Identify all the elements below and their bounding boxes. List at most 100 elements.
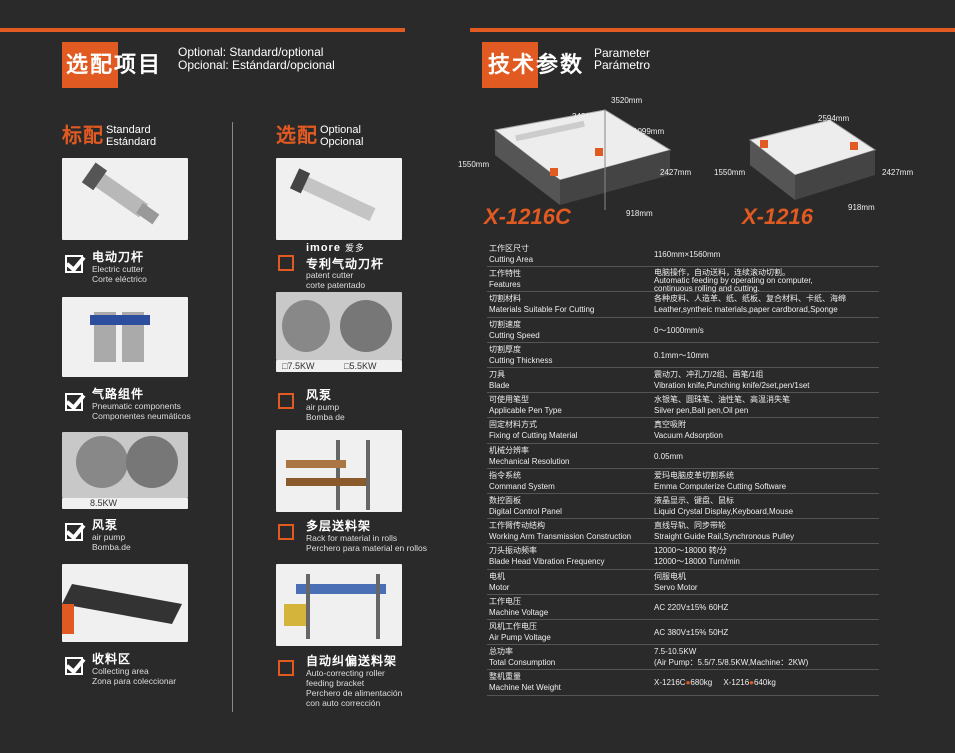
machine-label-1216c: X-1216C [484, 204, 571, 229]
dim-1216c-3: 1550mm [458, 160, 490, 169]
spec-label-cn: 工作电压 [489, 596, 521, 606]
spec-label-en: Machine Voltage [489, 607, 549, 617]
dim-1216-1: 1550mm [714, 168, 746, 177]
spec-value-1: 液晶显示、键盘、鼠标 [654, 496, 734, 505]
spec-label-en: Total Consumption [489, 658, 556, 668]
weight-dot: ● [685, 678, 691, 688]
spec-label-cn: 切割材料 [489, 294, 521, 304]
spec-label-cn: 指令系统 [489, 470, 521, 480]
pneumatic-photo [62, 297, 188, 377]
auto-feeder-es2: con auto corrección [306, 698, 381, 708]
patent-cutter-title: 专利气动刀杆 [306, 257, 385, 271]
collecting-area-title: 收料区 [92, 652, 132, 666]
spec-value-3: continuous rolling and cutting. [654, 284, 760, 294]
spec-label-en: Command System [489, 481, 555, 491]
spec-label-cn: 刀头振动频率 [489, 546, 537, 556]
machine-diagram-1216c [493, 109, 672, 210]
dim-1216c-0: 3520mm [611, 96, 643, 105]
spec-value-1: 真空吸附 [654, 420, 686, 430]
header-left-bg [62, 42, 118, 88]
spec-value: 0.05mm [654, 451, 683, 461]
pneumatic-es: Componentes neumáticos [92, 411, 191, 421]
roll-rack-checkbox [278, 524, 294, 540]
opt-air-pump-kw1: □7.5KW [282, 361, 315, 371]
spec-value: 1160mm×1560mm [654, 250, 721, 259]
spec-label-cn: 切割厚度 [489, 344, 521, 354]
spec-label-en: Air Pump Voltage [489, 633, 551, 642]
collecting-area-es: Zona para coleccionar [92, 676, 177, 686]
header-left-sub2: Opcional: Estándard/opcional [178, 58, 335, 72]
roll-rack-es: Perchero para material en rollos [306, 543, 427, 553]
spec-value-2: Vacuum Adsorption [654, 431, 723, 441]
air-pump-kw-band [62, 498, 188, 509]
spec-value: 0.1mm～10mm [654, 350, 709, 360]
pneumatic-en: Pneumatic components [92, 401, 181, 411]
column-divider [232, 122, 233, 712]
spec-label-en: Features [489, 280, 521, 290]
spec-label-cn: 切割速度 [489, 319, 521, 329]
air-pump-es: Bomba.de [92, 542, 131, 552]
machine-diagram-1216 [748, 119, 877, 200]
spec-label-en: Machine Net Weight [489, 683, 561, 693]
spec-label-en: Fixing of Cutting Material [489, 431, 578, 441]
spec-value-2: Liquid Crystal Display,Keyboard,Mouse [654, 507, 794, 516]
spec-label-cn: 整机重量 [489, 672, 521, 682]
auto-feeder-en2: feeding bracket [306, 678, 365, 688]
auto-feeder-photo [276, 564, 402, 646]
patent-cutter-es: corte patentado [306, 280, 366, 290]
opt-air-pump-kw-band [276, 360, 402, 372]
optional-label-cn: 选配 [276, 125, 318, 147]
spec-label-en: Cutting Speed [489, 330, 540, 340]
spec-value-2: (Air Pump：5.5/7.5/8.5KW,Machine：2KW) [654, 658, 809, 668]
header-left-sub1: Optional: Standard/optional [178, 45, 324, 59]
spec-label-en: Mechanical Resolution [489, 456, 570, 466]
collecting-area-checkbox [65, 657, 83, 675]
spec-value: AC 380V±15% 50HZ [654, 628, 729, 637]
air-pump-en: air pump [92, 532, 126, 542]
electric-cutter-title: 电动刀杆 [92, 250, 145, 264]
spec-label-cn: 工作区尺寸 [489, 244, 529, 253]
standard-label-cn: 标配 [62, 125, 104, 147]
spec-label-en: Cutting Area [489, 255, 534, 264]
spec-value: AC 220V±15% 60HZ [654, 602, 729, 612]
spec-label-en: Cutting Thickness [489, 355, 553, 365]
spec-label-cn: 固定材料方式 [489, 420, 537, 430]
electric-cutter-photo [62, 158, 188, 240]
spec-label-en: Motor [489, 582, 510, 592]
spec-label-cn: 数控面板 [489, 496, 521, 505]
dim-1216c-1: 2421mm [572, 112, 604, 121]
spec-value-1: 各种皮料、人造革、纸、纸板、复合材料、卡纸、海绵 [654, 294, 846, 304]
auto-feeder-en: Auto-correcting roller [306, 668, 385, 678]
opt-air-pump-en: air pump [306, 402, 340, 412]
opt-air-pump-title: 风泵 [306, 388, 333, 402]
patent-cutter-brand: imore 爱多 [306, 242, 366, 254]
spec-value-1: 水银笔、圆珠笔、油性笔、高温消失笔 [654, 395, 790, 405]
opt-air-pump-checkbox [278, 393, 294, 409]
electric-cutter-es: Corte eléctrico [92, 274, 147, 284]
pneumatic-title: 气路组件 [92, 387, 145, 401]
spec-label-cn: 风机工作电压 [489, 622, 537, 631]
collecting-area-photo [62, 564, 188, 642]
spec-label-cn: 机械分辨率 [489, 445, 529, 455]
spec-value-2: Servo Motor [654, 582, 698, 592]
air-pump-photo [62, 432, 188, 498]
spec-label-en: Blade Head Vibration Frequency [489, 557, 605, 567]
opt-air-pump-kw2: □5.5KW [344, 361, 377, 371]
spec-row: 风机工作电压 Air Pump Voltage AC 380V±15% 50HZ [487, 620, 879, 646]
air-pump-kw: 8.5KW [90, 498, 118, 508]
spec-value-2: Automatic feeding by operating on comput… [654, 276, 813, 286]
air-pump-checkbox [65, 523, 83, 541]
spec-label-cn: 刀具 [489, 370, 505, 379]
